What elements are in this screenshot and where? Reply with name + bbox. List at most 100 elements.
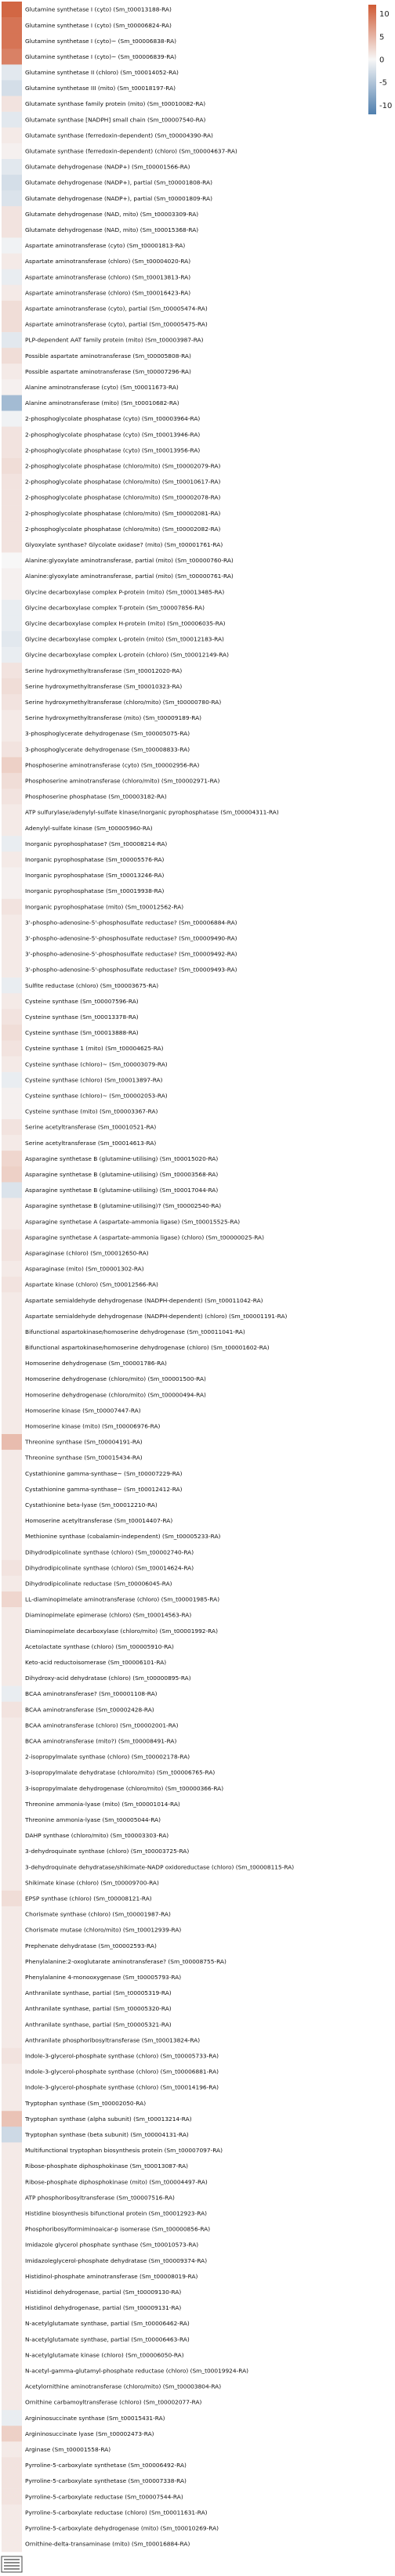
heatmap-row: Cysteine synthase (chloro)~ (Sm_t0000307… bbox=[2, 1056, 168, 1073]
heatmap-row: Cysteine synthase (Sm_t00007596-RA) bbox=[2, 993, 139, 1010]
heatmap-cell bbox=[2, 977, 22, 994]
row-label: Cysteine synthase (chloro) (Sm_t00013897… bbox=[25, 1076, 163, 1083]
heatmap-cell bbox=[2, 2189, 22, 2206]
heatmap-row: BCAA aminotransferase (chloro) (Sm_t0000… bbox=[2, 1717, 179, 1734]
row-label: Serine hydroxymethyltransferase (chloro/… bbox=[25, 699, 221, 706]
colorbar-tick-label: 10 bbox=[379, 10, 390, 19]
heatmap-row: Imidazoleglycerol-phosphate dehydratase … bbox=[2, 2253, 207, 2269]
heatmap-cell bbox=[2, 1827, 22, 1844]
row-label: Anthranilate synthase, partial (Sm_t0000… bbox=[25, 1989, 172, 1996]
heatmap-cell bbox=[2, 222, 22, 238]
row-label: Dihydrodipicolinate synthase (chloro) (S… bbox=[25, 1564, 194, 1571]
heatmap-cell bbox=[2, 1245, 22, 1262]
heatmap-row: Asparaginase (chloro) (Sm_t00012650-RA) bbox=[2, 1245, 149, 1262]
heatmap-row: Glutamate dehydrogenase (NADP+) (Sm_t000… bbox=[2, 158, 190, 175]
heatmap-row: Alanine aminotransferase (mito) (Sm_t000… bbox=[2, 395, 179, 411]
row-label: Cystathionine gamma-synthase~ (Sm_t00007… bbox=[25, 1470, 183, 1477]
heatmap-cell bbox=[2, 1985, 22, 2001]
heatmap-row: Histidinol dehydrogenase, partial (Sm_t0… bbox=[2, 2300, 181, 2316]
heatmap-cell bbox=[2, 2331, 22, 2348]
heatmap-cell bbox=[2, 914, 22, 931]
heatmap-row: Asparagine synthetase B (glutamine-utili… bbox=[2, 1198, 221, 1214]
heatmap-row: Serine acetyltransferase (Sm_t00014613-R… bbox=[2, 1135, 156, 1151]
row-label: Inorganic pyrophosphatase (Sm_t00019938-… bbox=[25, 887, 164, 894]
row-label: Indole-3-glycerol-phosphate synthase (ch… bbox=[25, 2052, 219, 2059]
row-label: 2-phosphoglycolate phosphatase (chloro/m… bbox=[25, 463, 220, 470]
heatmap-cell bbox=[2, 1056, 22, 1073]
heatmap-row: PLP-dependent AAT family protein (mito) … bbox=[2, 332, 204, 349]
heatmap-row: Inorganic pyrophosphatase (Sm_t00013246-… bbox=[2, 867, 164, 883]
heatmap-row: Possible aspartate aminotransferase (Sm_… bbox=[2, 348, 191, 364]
row-label: Diaminopimelate decarboxylase (chloro/mi… bbox=[25, 1628, 218, 1635]
heatmap-row: 3-dehydroquinate synthase (chloro) (Sm_t… bbox=[2, 1843, 189, 1859]
heatmap-row: Serine acetyltransferase (Sm_t00010521-R… bbox=[2, 1119, 156, 1136]
row-label: 2-phosphoglycolate phosphatase (chloro/m… bbox=[25, 526, 220, 533]
heatmap-cell bbox=[2, 2504, 22, 2521]
heatmap-row: LL-diaminopimelate aminotransferase (chl… bbox=[2, 1591, 219, 1608]
heatmap-row: Histidinol-phosphate aminotransferase (S… bbox=[2, 2268, 198, 2285]
row-label: Inorganic pyrophosphatase? (Sm_t00008214… bbox=[25, 840, 167, 847]
heatmap-cell bbox=[2, 741, 22, 758]
heatmap-cell bbox=[2, 505, 22, 522]
heatmap-cell bbox=[2, 1874, 22, 1891]
heatmap-row: Threonine synthase (Sm_t00015434-RA) bbox=[2, 1450, 143, 1466]
heatmap-cell bbox=[2, 253, 22, 269]
row-label: 3-phosphoglycerate dehydrogenase (Sm_t00… bbox=[25, 730, 190, 737]
heatmap-row: Phosphoserine phosphatase (Sm_t00003182-… bbox=[2, 788, 167, 805]
row-label: 3-phosphoglycerate dehydrogenase (Sm_t00… bbox=[25, 746, 190, 753]
row-label: Pyrroline-5-carboxylate reductase (chlor… bbox=[25, 2509, 208, 2516]
heatmap-cell bbox=[2, 410, 22, 427]
row-label: Indole-3-glycerol-phosphate synthase (ch… bbox=[25, 2084, 219, 2091]
heatmap-row: Aspartate aminotransferase (chloro) (Sm_… bbox=[2, 269, 190, 286]
heatmap-cell bbox=[2, 1182, 22, 1198]
heatmap-cell bbox=[2, 1969, 22, 1985]
heatmap-row: Multifunctional tryptophan biosynthesis … bbox=[2, 2142, 223, 2159]
heatmap-cell bbox=[2, 1890, 22, 1907]
heatmap-row: Glutamine synthetase II (chloro) (Sm_t00… bbox=[2, 64, 179, 81]
heatmap-row: Alanine aminotransferase (cyto) (Sm_t000… bbox=[2, 379, 179, 396]
heatmap-cell bbox=[2, 1229, 22, 1246]
row-label: 2-phosphoglycolate phosphatase (cyto) (S… bbox=[25, 431, 200, 438]
heatmap-row: Homoserine dehydrogenase (Sm_t00001786-R… bbox=[2, 1355, 167, 1371]
heatmap-cell bbox=[2, 1386, 22, 1404]
row-label: 3'-phospho-adenosine-5'-phosphosulfate r… bbox=[25, 934, 237, 941]
heatmap-cell bbox=[2, 316, 22, 333]
row-label: Tryptophan synthase (beta subunit) (Sm_t… bbox=[24, 2131, 189, 2138]
heatmap-cell bbox=[2, 1119, 22, 1136]
heatmap-row: Glutamate dehydrogenase (NADP+), partial… bbox=[2, 175, 212, 191]
heatmap-cell bbox=[2, 1843, 22, 1859]
row-label: Pyrroline-5-carboxylate synthetase (Sm_t… bbox=[25, 2462, 187, 2469]
heatmap-cell bbox=[2, 2441, 22, 2458]
heatmap-cell bbox=[2, 1418, 22, 1435]
heatmap-cell bbox=[2, 1607, 22, 1624]
heatmap-cell bbox=[2, 49, 22, 65]
heatmap-row: Glycine decarboxylase complex L-protein … bbox=[2, 647, 229, 663]
heatmap-cell bbox=[2, 836, 22, 852]
heatmap-cell bbox=[2, 2535, 22, 2553]
heatmap-cell bbox=[2, 1512, 22, 1529]
heatmap-row: 2-phosphoglycolate phosphatase (chloro/m… bbox=[2, 521, 220, 537]
heatmap-row: Acetylornithine aminotransferase (chloro… bbox=[2, 2378, 221, 2395]
heatmap-row: Arginase (Sm_t00001558-RA) bbox=[2, 2441, 111, 2458]
row-label: 3'-phospho-adenosine-5'-phosphosulfate r… bbox=[25, 919, 237, 926]
row-label: Glyoxylate synthase? Glycolate oxidase? … bbox=[25, 541, 223, 548]
heatmap-row: Homoserine kinase (mito) (Sm_t00006976-R… bbox=[2, 1418, 160, 1435]
heatmap-cell bbox=[2, 2126, 22, 2143]
heatmap-cell bbox=[2, 237, 22, 254]
heatmap-row: Asparagine synthetase A (aspartate-ammon… bbox=[2, 1213, 240, 1230]
heatmap-row: Glutamate synthase (ferredoxin-dependent… bbox=[2, 143, 237, 160]
heatmap-row: 2-phosphoglycolate phosphatase (cyto) (S… bbox=[2, 426, 200, 443]
heatmap-row: 2-phosphoglycolate phosphatase (chloro/m… bbox=[2, 473, 220, 490]
row-label: ATP phosphoribosyltransferase (Sm_t00007… bbox=[25, 2194, 175, 2201]
heatmap-cell bbox=[2, 206, 22, 222]
heatmap-cell bbox=[2, 1260, 22, 1277]
row-label: Ribose-phosphate diphosphokinase (Sm_t00… bbox=[25, 2162, 188, 2170]
heatmap-row: Phenylalanine 4-monooxygenase (Sm_t00005… bbox=[2, 1969, 181, 1985]
heatmap-row: Cysteine synthase (Sm_t00013378-RA) bbox=[2, 1009, 139, 1025]
heatmap-row: Asparagine synthetase A (aspartate-ammon… bbox=[2, 1229, 264, 1246]
heatmap-cell bbox=[2, 945, 22, 963]
row-label: Phosphoserine aminotransferase (cyto) (S… bbox=[25, 761, 199, 768]
heatmap-cell bbox=[2, 1859, 22, 1876]
heatmap-row: Alanine:glyoxylate aminotransferase, par… bbox=[2, 552, 234, 569]
row-label: Argininosuccinate synthase (Sm_t00015431… bbox=[25, 2415, 165, 2422]
